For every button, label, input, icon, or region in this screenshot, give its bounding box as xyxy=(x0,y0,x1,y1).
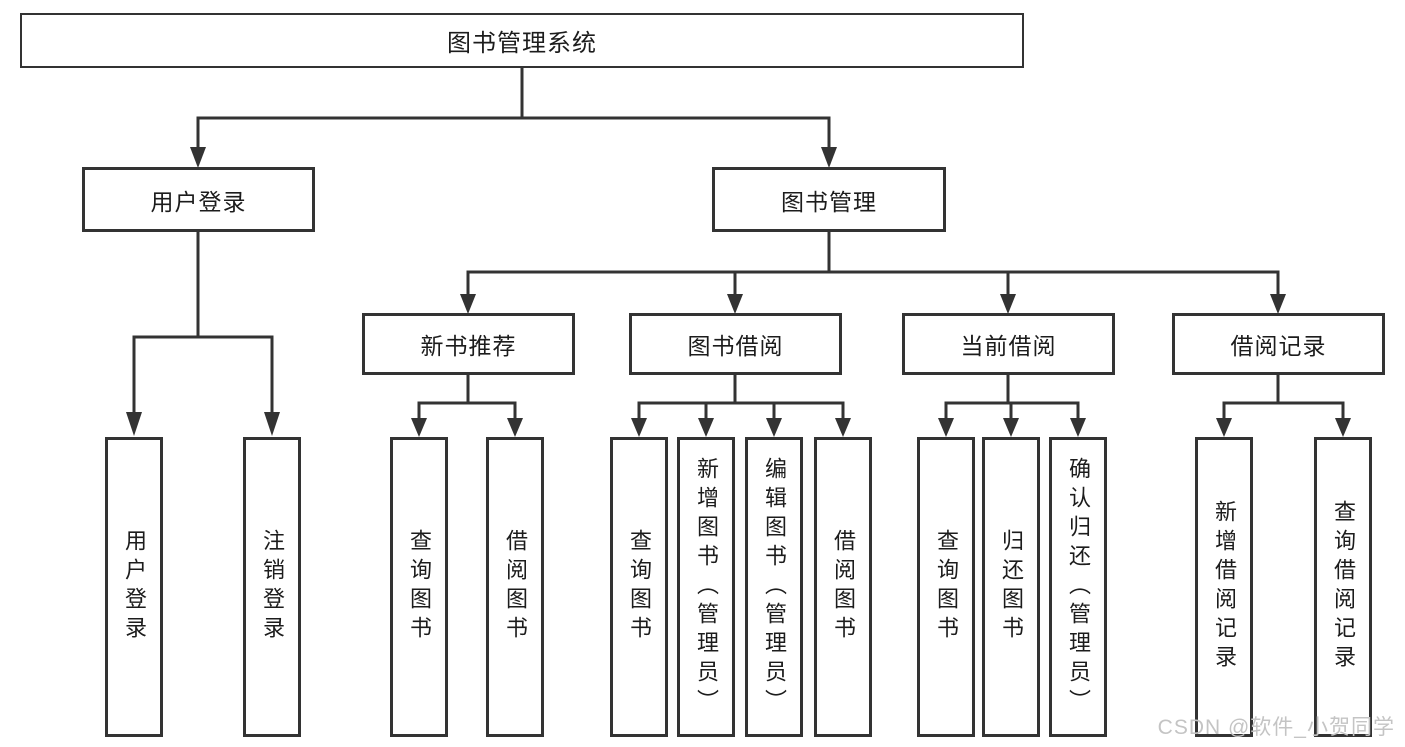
leaf-node: 查询图书 xyxy=(390,437,448,737)
node-user-login: 用户登录 xyxy=(82,167,315,232)
leaf-label: 注销登录 xyxy=(260,529,285,645)
node-label: 图书管理 xyxy=(781,188,877,215)
leaf-label: 用户登录 xyxy=(122,529,147,645)
leaf-node: 编辑图书（管理员） xyxy=(745,437,803,737)
node-label: 借阅记录 xyxy=(1230,333,1327,359)
node-borrow-records: 借阅记录 xyxy=(1172,313,1385,375)
node-book-borrow: 图书借阅 xyxy=(629,313,842,375)
leaf-node: 查询借阅记录 xyxy=(1314,437,1372,737)
node-new-book-recommend: 新书推荐 xyxy=(362,313,575,375)
leaf-label: 新增图书（管理员） xyxy=(694,456,719,718)
leaf-label: 查询借阅记录 xyxy=(1331,500,1356,674)
node-system-root: 图书管理系统 xyxy=(20,13,1024,68)
leaf-node: 新增图书（管理员） xyxy=(677,437,735,737)
node-current-borrow: 当前借阅 xyxy=(902,313,1115,375)
leaf-label: 查询图书 xyxy=(627,529,652,645)
leaf-label: 归还图书 xyxy=(999,529,1024,645)
leaf-node: 借阅图书 xyxy=(486,437,544,737)
node-label: 图书借阅 xyxy=(687,333,784,359)
leaf-label: 借阅图书 xyxy=(503,529,528,645)
leaf-node: 用户登录 xyxy=(105,437,163,737)
leaf-node: 查询图书 xyxy=(610,437,668,737)
node-label: 图书管理系统 xyxy=(447,30,597,57)
node-label: 用户登录 xyxy=(150,188,247,215)
leaf-label: 查询图书 xyxy=(407,529,432,645)
leaf-label: 新增借阅记录 xyxy=(1212,500,1237,674)
leaf-label: 编辑图书（管理员） xyxy=(762,456,787,718)
leaf-node: 归还图书 xyxy=(982,437,1040,737)
leaf-node: 查询图书 xyxy=(917,437,975,737)
leaf-node: 确认归还（管理员） xyxy=(1049,437,1107,737)
leaf-node: 新增借阅记录 xyxy=(1195,437,1253,737)
leaf-label: 借阅图书 xyxy=(831,529,856,645)
node-label: 新书推荐 xyxy=(420,333,517,359)
leaf-node: 借阅图书 xyxy=(814,437,872,737)
node-book-management: 图书管理 xyxy=(712,167,946,232)
leaf-label: 查询图书 xyxy=(934,529,959,645)
leaf-label: 确认归还（管理员） xyxy=(1066,456,1091,718)
node-label: 当前借阅 xyxy=(960,333,1057,359)
csdn-watermark: CSDN @软件_小贺同学 xyxy=(1157,716,1395,739)
leaf-node: 注销登录 xyxy=(243,437,301,737)
